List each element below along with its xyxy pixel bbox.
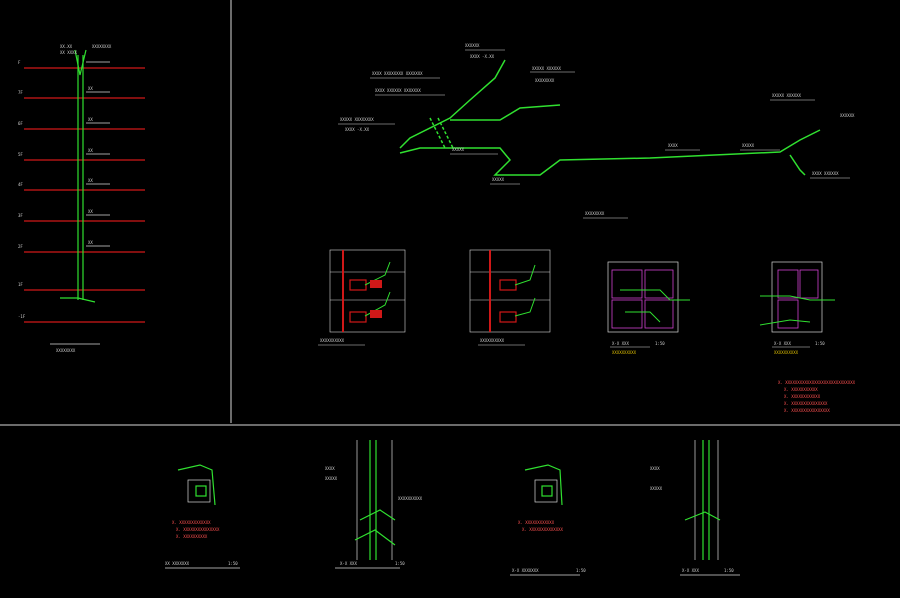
svg-text:XXXX XXXXXX XXXXXXX: XXXX XXXXXX XXXXXXX — [375, 88, 421, 93]
svg-text:XXXXXXXX: XXXXXXXX — [56, 348, 76, 353]
svg-text:XXXXX: XXXXX — [742, 143, 755, 148]
svg-text:1:50: 1:50 — [395, 561, 405, 566]
svg-text:XXXXX XXXXXXXX: XXXXX XXXXXXXX — [340, 117, 374, 122]
svg-text:XX.XX: XX.XX — [60, 44, 73, 49]
svg-text:XXXXXXXXXX: XXXXXXXXXX — [320, 338, 345, 343]
svg-text:XXXXXXXXXX: XXXXXXXXXX — [612, 350, 637, 355]
plan-1: XXXXXXXXXX — [318, 249, 406, 346]
detail-3: X-X XXXXXXX 1:50 X. XXXXXXXXXXXX X. XXXXX… — [510, 464, 586, 576]
svg-text:-1F: -1F — [18, 314, 26, 319]
svg-text:1:50: 1:50 — [724, 568, 734, 573]
svg-text:1:50: 1:50 — [228, 561, 238, 566]
svg-text:XXXXXXXXXX: XXXXXXXXXX — [398, 496, 423, 501]
svg-text:XXXX: XXXX — [325, 466, 335, 471]
svg-text:1:50: 1:50 — [655, 341, 665, 346]
svg-text:X. XXXXXXXXXX: X. XXXXXXXXXX — [176, 534, 208, 539]
svg-text:XXXXXXXX: XXXXXXXX — [92, 44, 112, 49]
svg-text:4F: 4F — [18, 182, 23, 187]
plan-4: X-X XXX 1:50 XXXXXXXXXX — [759, 261, 835, 355]
svg-text:7F: 7F — [18, 90, 23, 95]
svg-text:6F: 6F — [18, 121, 23, 126]
svg-text:X-X XXX: X-X XXX — [774, 341, 791, 346]
notes-red: X. XXXXXXXXXXXXXXXXXXXXXXXXXXXXX X. XXXX… — [778, 380, 856, 413]
svg-text:XXXXX: XXXXX — [492, 177, 505, 182]
svg-text:1:50: 1:50 — [576, 568, 586, 573]
svg-text:3F: 3F — [18, 213, 23, 218]
svg-text:X-X XXXXXXX: X-X XXXXXXX — [512, 568, 539, 573]
svg-text:XXXX: XXXX — [668, 143, 678, 148]
svg-text:XXXX -X.XX: XXXX -X.XX — [470, 54, 495, 59]
svg-text:XX: XX — [88, 86, 93, 91]
svg-text:X. XXXXXXXXXXXX: X. XXXXXXXXXXXX — [518, 520, 555, 525]
svg-text:1:50: 1:50 — [815, 341, 825, 346]
svg-text:X. XXXXXXXXXXXXXXX: X. XXXXXXXXXXXXXXX — [176, 527, 220, 532]
svg-text:X. XXXXXXXXXXXXXX: X. XXXXXXXXXXXXXX — [522, 527, 564, 532]
svg-text:2F: 2F — [18, 244, 23, 249]
svg-text:XX: XX — [88, 240, 93, 245]
svg-text:XXXXX: XXXXX — [325, 476, 338, 481]
frame-lines — [0, 0, 900, 426]
svg-text:XXXXXXXXXX: XXXXXXXXXX — [774, 350, 799, 355]
svg-text:XXXX: XXXX — [650, 466, 660, 471]
detail-1: XX XXXXXXX 1:50 X. XXXXXXXXXXXXX X. XXXXX… — [165, 464, 240, 569]
leaders — [338, 49, 850, 219]
svg-text:XXXX -X.XX: XXXX -X.XX — [345, 127, 370, 132]
svg-text:XXXXXXXXXX: XXXXXXXXXX — [480, 338, 505, 343]
svg-text:XXXX XXXXXXXX XXXXXXX: XXXX XXXXXXXX XXXXXXX — [372, 71, 423, 76]
svg-text:XX: XX — [88, 209, 93, 214]
svg-text:XX XXXXXXX: XX XXXXXXX — [165, 561, 190, 566]
svg-text:XXXXXX: XXXXXX — [465, 43, 480, 48]
svg-text:XXXXXX: XXXXXX — [840, 113, 855, 118]
isometric-system — [399, 59, 821, 176]
svg-text:XX: XX — [88, 117, 93, 122]
svg-text:XXXXX: XXXXX — [650, 486, 663, 491]
svg-text:X. XXXXXXXXXXXX: X. XXXXXXXXXXXX — [784, 394, 821, 399]
svg-text:XX XXXX: XX XXXX — [60, 50, 77, 55]
svg-text:XX: XX — [88, 178, 93, 183]
svg-text:X-X XXX: X-X XXX — [340, 561, 357, 566]
svg-text:X-X XXX: X-X XXX — [682, 568, 699, 573]
svg-text:XXXXX: XXXXX — [452, 147, 465, 152]
svg-text:1F: 1F — [18, 282, 23, 287]
svg-text:XX: XX — [88, 148, 93, 153]
svg-text:XXXXX XXXXXX: XXXXX XXXXXX — [532, 66, 561, 71]
svg-text:X. XXXXXXXXXXXXXXXXXXXXXXXXXXX: X. XXXXXXXXXXXXXXXXXXXXXXXXXXXXX — [778, 380, 856, 385]
svg-text:XXXXXXXX: XXXXXXXX — [535, 78, 555, 83]
svg-text:X. XXXXXXXXXXXXXXX: X. XXXXXXXXXXXXXXX — [784, 401, 828, 406]
svg-text:X. XXXXXXXXXXXXXXXX: X. XXXXXXXXXXXXXXXX — [784, 408, 830, 413]
svg-text:XXXXX XXXXXX: XXXXX XXXXXX — [772, 93, 801, 98]
svg-text:X. XXXXXXXXXXX: X. XXXXXXXXXXX — [784, 387, 818, 392]
svg-text:5F: 5F — [18, 152, 23, 157]
svg-text:F: F — [18, 60, 21, 65]
svg-text:XXXX XXXXXX: XXXX XXXXXX — [812, 171, 839, 176]
plan-2: XXXXXXXXXX — [469, 249, 551, 346]
plan-3: X-X XXX 1:50 XXXXXXXXXX — [607, 261, 690, 355]
svg-text:X-X XXX: X-X XXX — [612, 341, 629, 346]
svg-text:XXXXXXXX: XXXXXXXX — [585, 211, 605, 216]
svg-text:X. XXXXXXXXXXXXX: X. XXXXXXXXXXXXX — [172, 520, 211, 525]
